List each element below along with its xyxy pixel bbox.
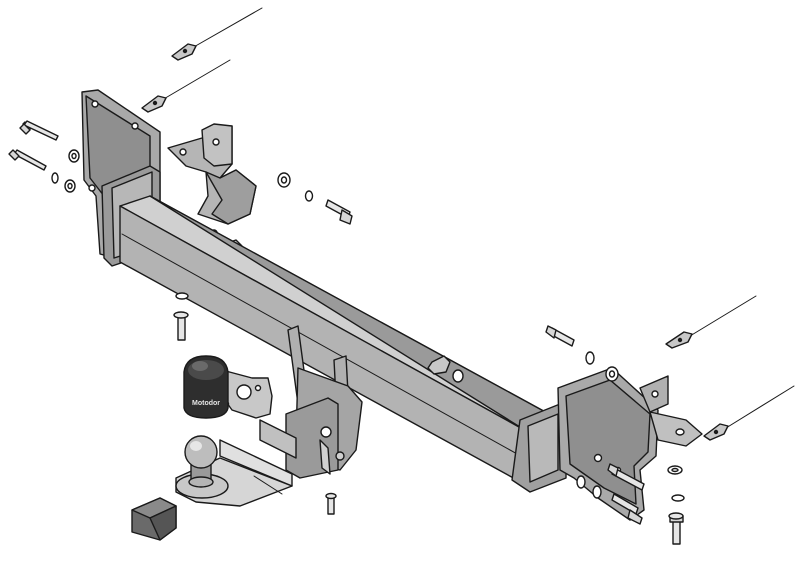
bolt-left-2: [8, 149, 47, 171]
bolt-right-lower: [607, 463, 645, 525]
main-crossbar: [119, 195, 561, 487]
bolt-vertical-left: [173, 292, 189, 341]
bolt-left-1: [19, 120, 59, 141]
bolt-center-right: [277, 172, 353, 225]
hitch-receiver-cap: [131, 497, 177, 541]
washers-right-lower: [576, 465, 685, 502]
cable-tie-right-1: [665, 295, 757, 349]
bolt-right-top: [427, 325, 619, 383]
ball-cover-label: Motodor: [192, 400, 220, 407]
electrical-socket-plate: [221, 369, 273, 419]
cable-tie-right-2: [703, 385, 795, 441]
bolt-vertical-right: [668, 512, 684, 545]
center-bracket: [167, 123, 257, 225]
bolt-bottom-center: [325, 492, 337, 515]
washer-left-set: [51, 149, 80, 193]
tow-ball: [184, 435, 218, 488]
cable-tie-top-1: [171, 7, 263, 61]
drop-plate-with-pin: [285, 325, 363, 479]
cable-tie-top-2: [141, 59, 231, 113]
ball-cover-cap: Motodor: [183, 355, 229, 419]
